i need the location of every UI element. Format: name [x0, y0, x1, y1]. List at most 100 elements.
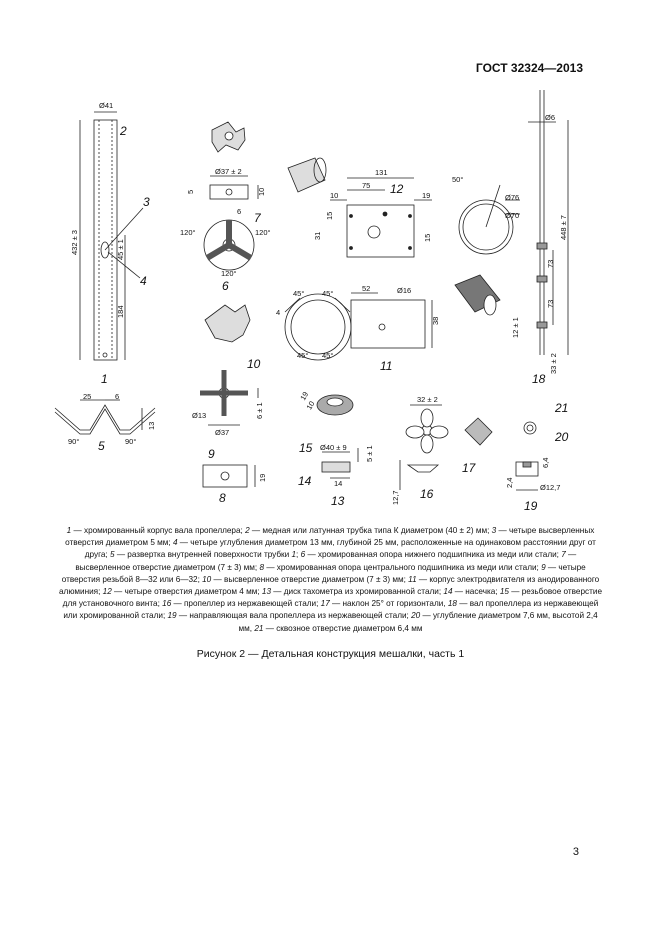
- dim-31: 31: [313, 232, 322, 240]
- dim-12-7: 12,7: [391, 490, 400, 505]
- bearing-3d-small: [211, 121, 246, 153]
- bearing-support-6: [203, 175, 259, 271]
- dim-19b: 19: [422, 191, 430, 200]
- dim-d13: Ø13: [192, 411, 206, 420]
- motor-housing-3d: [287, 157, 327, 193]
- dim-131: 131: [375, 168, 388, 177]
- dim-45: 45 ± 1: [116, 239, 125, 260]
- dim-45c: 45°: [297, 351, 308, 360]
- dim-5: 5: [186, 190, 195, 194]
- dim-90a: 90°: [68, 437, 79, 446]
- legend-item: 21 — сквозное отверстие диаметром 6,4 мм: [254, 623, 423, 633]
- legend-item: 3 — четыре высверленных отверстия диамет…: [65, 526, 595, 548]
- label-6: 6: [222, 279, 229, 293]
- label-14: 14: [298, 474, 312, 488]
- propeller: [399, 404, 493, 490]
- dim-50: 50°: [452, 175, 463, 184]
- motor-side-view: [350, 292, 433, 349]
- legend-item: 11 — корпус электродвигателя из анодиров…: [58, 574, 600, 597]
- legend-item: 13 — диск тахометра из хромированной ста…: [261, 587, 444, 597]
- legend-item: 16 — пропеллер из нержавеющей стали;: [162, 599, 321, 609]
- label-11: 11: [380, 359, 392, 373]
- legend-item: 10 — высверленное отверстие диаметром (7…: [202, 574, 409, 584]
- label-15: 15: [299, 441, 313, 455]
- zigzag-development: [54, 399, 156, 435]
- legend-item: 2 — медная или латунная трубка типа К ди…: [245, 526, 492, 535]
- legend-item: 20 — углубление диаметром 7,6 мм, высото…: [238, 611, 598, 633]
- legend-item: 17 — наклон 25° от горизонтали,: [320, 599, 448, 609]
- dim-2-4: 2,4: [505, 478, 514, 488]
- dim-45b: 45°: [322, 289, 333, 298]
- label-18: 18: [532, 372, 546, 386]
- legend-item: 1 — хромированный корпус вала пропеллера…: [66, 526, 246, 535]
- dim-19c: 19: [298, 390, 310, 402]
- label-1: 1: [101, 372, 108, 386]
- page-number: 3: [572, 846, 579, 858]
- dim-d40-9: Ø40 ± 9: [320, 443, 347, 452]
- tacho-disc-3d: [316, 394, 354, 416]
- legend-item: 1;: [291, 550, 301, 560]
- dim-73b: 73: [546, 300, 555, 308]
- dim-45d: 45°: [322, 351, 333, 360]
- dim-15: 15: [325, 212, 334, 220]
- label-7: 7: [254, 211, 262, 225]
- label-5: 5: [98, 439, 105, 453]
- dim-6b: 6: [237, 207, 241, 216]
- dim-d37: Ø37: [215, 428, 229, 437]
- dim-4: 4: [276, 308, 280, 317]
- dim-38: 38: [431, 317, 440, 325]
- dim-32-2: 32 ± 2: [417, 395, 438, 404]
- dim-120a: 120°: [180, 228, 196, 237]
- shaft-guide: [515, 421, 539, 491]
- dim-33: 33 ± 2: [549, 353, 558, 374]
- label-21: 21: [554, 401, 568, 415]
- legend-item: 4 — четыре углубления диаметром 13 мм, г…: [84, 538, 596, 560]
- dim-14: 14: [334, 479, 342, 488]
- standard-header: ГОСТ 32324—2013: [475, 61, 583, 75]
- dim-45a: 45°: [293, 289, 304, 298]
- label-3: 3: [143, 195, 150, 209]
- legend-item: 15 — резьбовое отверстие для установочно…: [62, 587, 602, 609]
- dim-d76: Ø76: [505, 193, 519, 202]
- motor-housing-12: [330, 177, 432, 258]
- shaft-18: [528, 90, 569, 355]
- dim-d41: Ø41: [99, 101, 113, 110]
- dim-6-4: 6,4: [541, 458, 550, 468]
- dim-d6: Ø6: [545, 113, 555, 122]
- dim-10c: 10: [304, 399, 316, 411]
- dim-25: 25: [83, 392, 91, 401]
- legend-item: 18 — вал пропеллера из нержавеющей или х…: [63, 599, 599, 621]
- dim-d12-7: Ø12,7: [540, 483, 560, 492]
- label-9: 9: [208, 447, 215, 461]
- dim-12-1: 12 ± 1: [511, 317, 520, 338]
- dim-6-1: 6 ± 1: [255, 402, 264, 419]
- tube-part: [79, 111, 144, 361]
- label-2: 2: [119, 124, 127, 138]
- dim-d70: Ø70: [505, 211, 519, 220]
- dim-73a: 73: [546, 260, 555, 268]
- dim-120c: 120°: [221, 269, 237, 278]
- label-13: 13: [331, 494, 345, 508]
- dim-19: 19: [258, 474, 267, 482]
- label-4: 4: [140, 274, 147, 288]
- figure-caption: Рисунок 2 — Детальная конструкция мешалк…: [196, 648, 465, 660]
- dim-d37-2: Ø37 ± 2: [215, 167, 242, 176]
- legend-item: 8 — хромированная опора центрального под…: [259, 562, 542, 572]
- legend-item: 7 — высверленное отверстие диаметром (7 …: [75, 550, 577, 572]
- label-16: 16: [420, 487, 434, 501]
- bearing-support-8: [200, 370, 259, 488]
- legend-item: 5 — развертка внутренней поверхности тру…: [109, 550, 292, 560]
- dim-90b: 90°: [125, 437, 136, 446]
- dim-10b: 10: [330, 191, 338, 200]
- bearing-3d-cross: [204, 304, 251, 343]
- label-19: 19: [524, 499, 538, 513]
- dim-448: 448 ± 7: [559, 215, 568, 240]
- dim-5-1: 5 ± 1: [365, 445, 374, 462]
- legend-item: 14 — насечка;: [443, 587, 500, 597]
- legend-item: 19 — направляющая вала пропеллера из нер…: [167, 611, 412, 621]
- technical-drawing: Ø41 432 ± 3 45 ± 1 184 25 6 13 90° 90° Ø…: [54, 90, 569, 513]
- motor-bottom-view: [284, 293, 352, 361]
- dim-d16: Ø16: [397, 286, 411, 295]
- dim-120b: 120°: [255, 228, 271, 237]
- dim-15b: 15: [423, 234, 432, 242]
